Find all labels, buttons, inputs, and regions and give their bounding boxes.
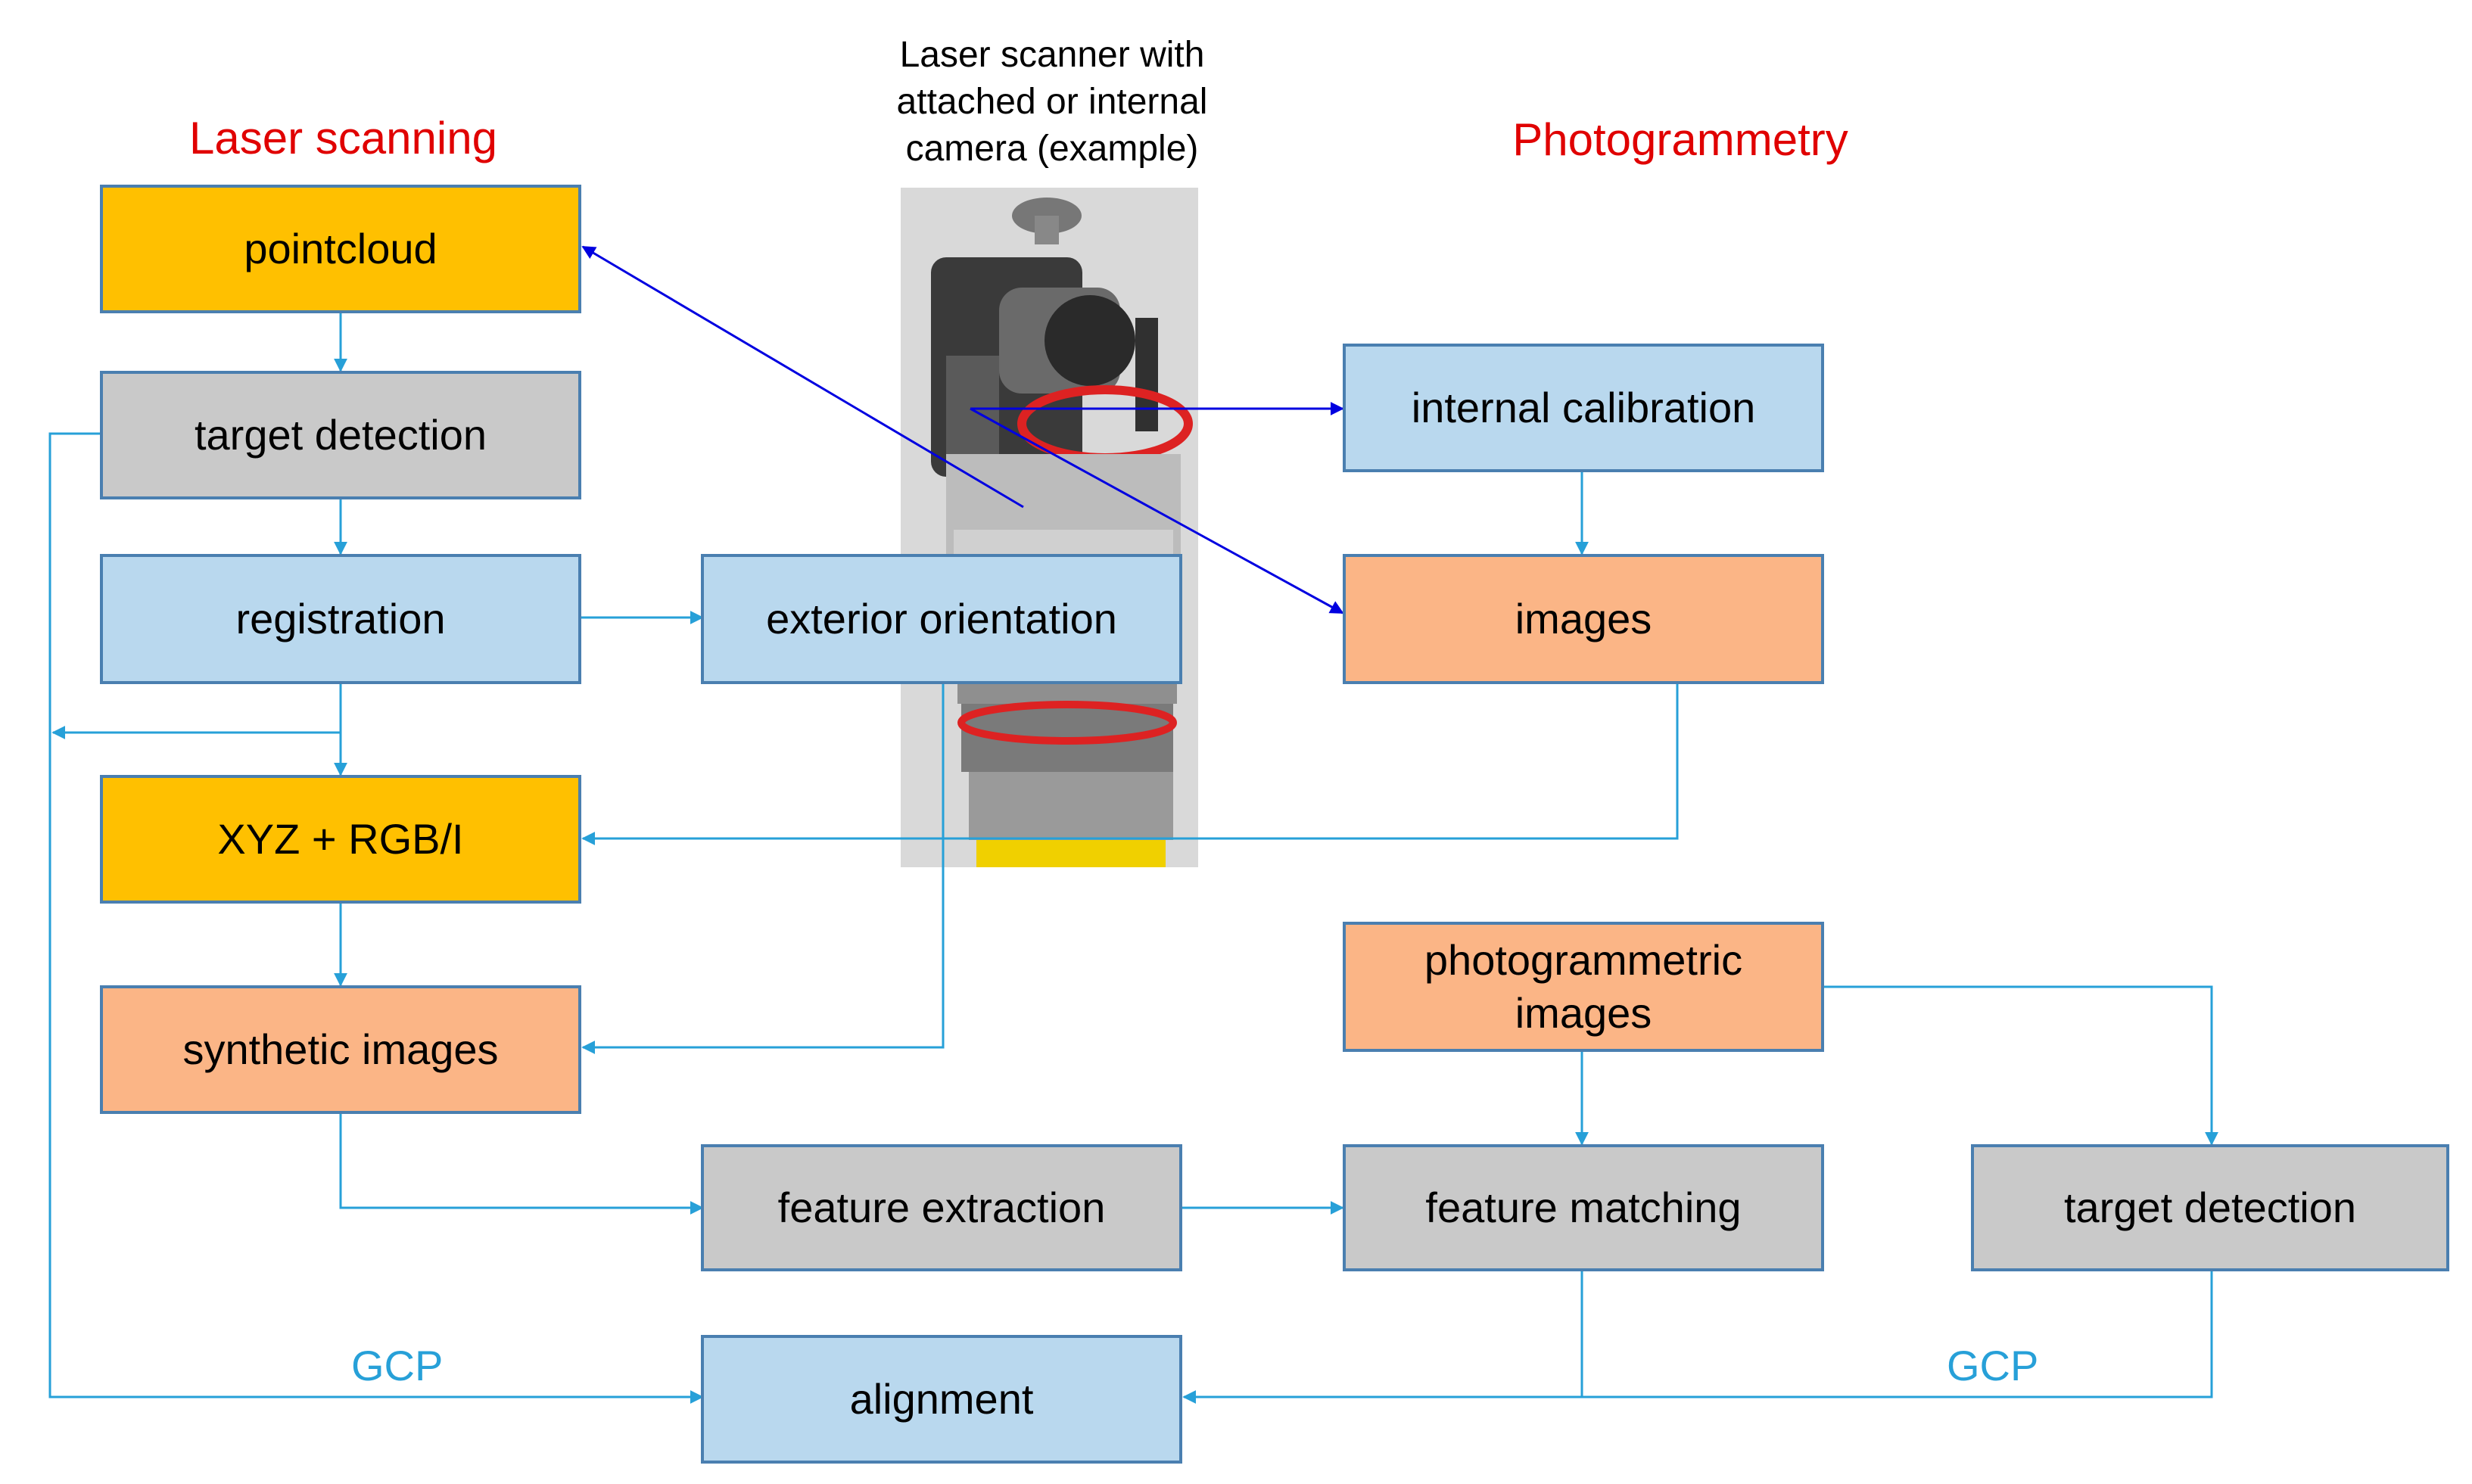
feature-extraction-label: feature extraction [777,1184,1106,1231]
exterior-orientation-box: exterior orientation [701,554,1182,684]
images-box: images [1343,554,1824,684]
pointcloud-box: pointcloud [100,185,581,313]
photogrammetry-header: Photogrammetry [1512,114,1848,165]
images-label: images [1515,595,1652,642]
target-detection-left-label: target detection [194,411,487,459]
pointcloud-label: pointcloud [244,225,437,272]
feature-matching-box: feature matching [1343,1144,1824,1271]
registration-box: registration [100,554,581,684]
xyz-rgb-box: XYZ + RGB/I [100,775,581,904]
laser-scanning-header: Laser scanning [189,113,497,163]
synthetic-images-label: synthetic images [182,1025,499,1073]
feature-extraction-box: feature extraction [701,1144,1182,1271]
gcp-left-label: GCP [351,1342,444,1389]
synthetic-images-box: synthetic images [100,985,581,1114]
registration-label: registration [235,595,446,642]
xyz-rgb-label: XYZ + RGB/I [217,815,464,863]
alignment-label: alignment [849,1375,1034,1423]
photogrammetric-images-label: photogrammetric images [1424,936,1743,1037]
gcp-right-label: GCP [1947,1342,2039,1389]
target-detection-right-box: target detection [1971,1144,2449,1271]
internal-calibration-label: internal calibration [1411,384,1756,431]
target-detection-left-box: target detection [100,371,581,499]
alignment-box: alignment [701,1335,1182,1464]
scanner-caption: Laser scanner with attached or internal … [896,35,1208,169]
feature-matching-label: feature matching [1425,1184,1742,1231]
internal-calibration-box: internal calibration [1343,344,1824,472]
target-detection-right-label: target detection [2063,1184,2357,1231]
photogrammetric-images-box: photogrammetric images [1343,922,1824,1052]
exterior-orientation-label: exterior orientation [766,595,1117,642]
